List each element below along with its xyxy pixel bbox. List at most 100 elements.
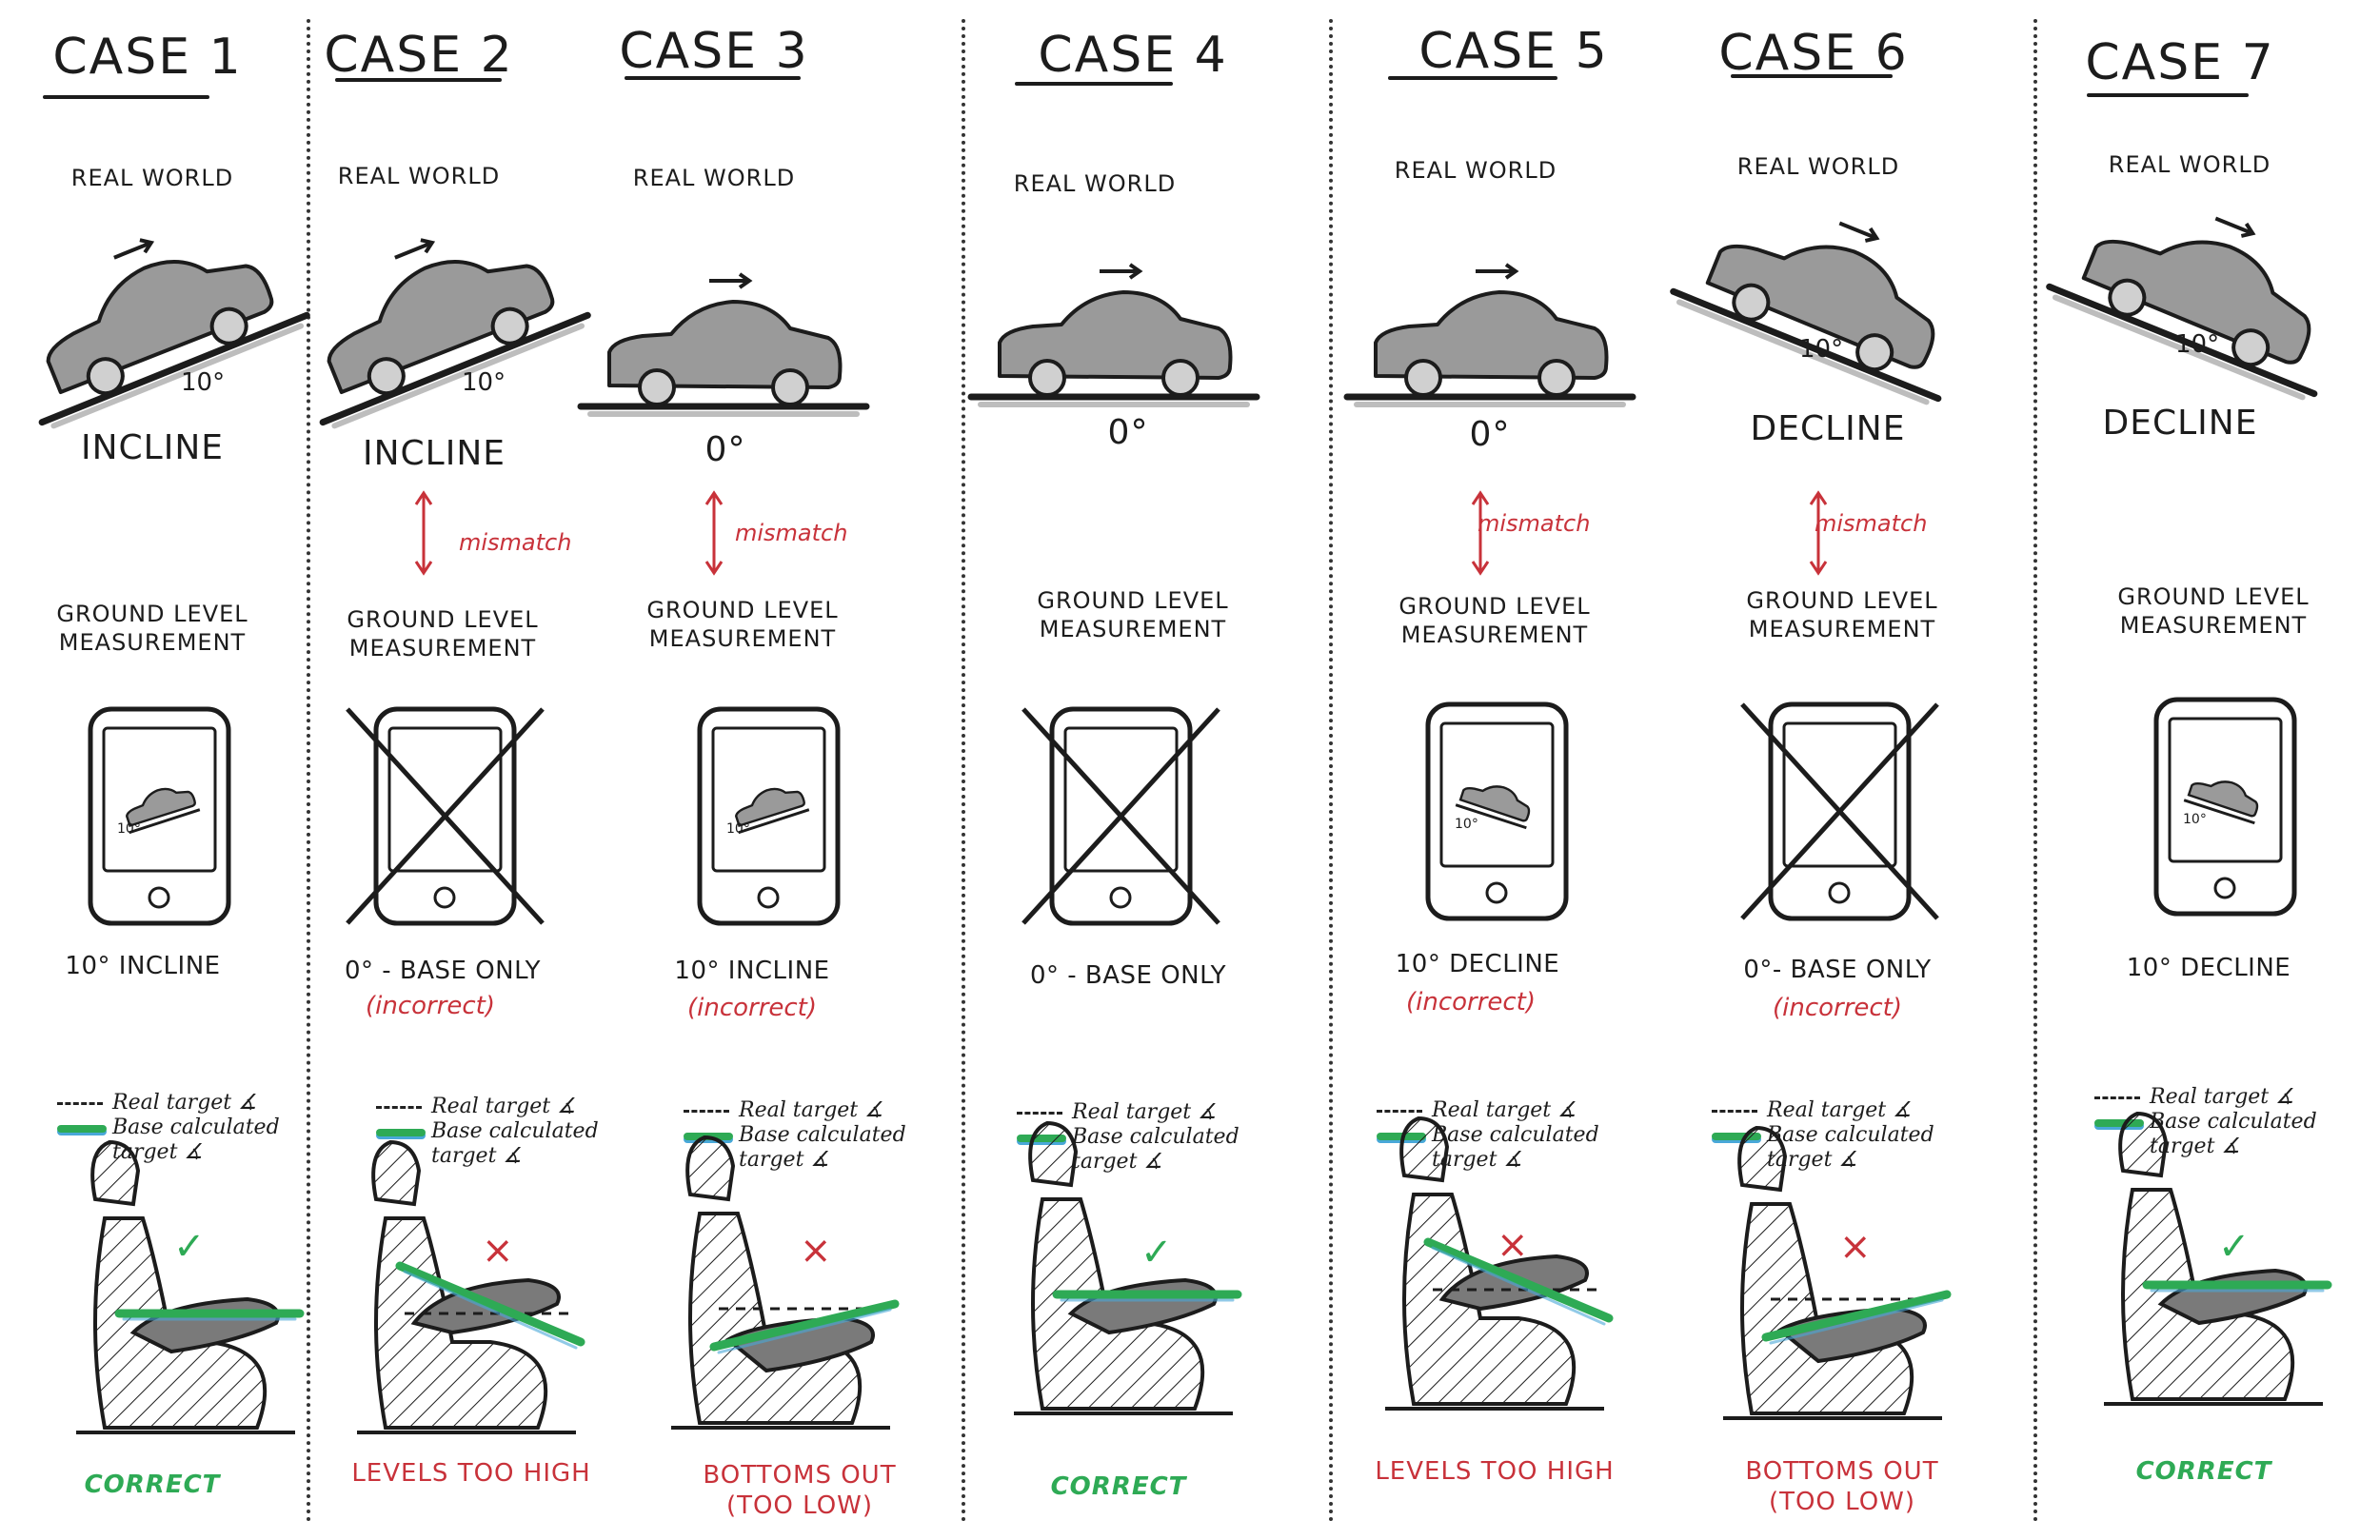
seat-headrest [371,1139,422,1207]
ground-level-label: GROUND LEVEL MEASUREMENT [1037,587,1229,642]
title-underline [335,78,502,82]
case-title: CASE 3 [619,23,809,80]
phone-car-icon [126,787,201,835]
incorrect-note: (incorrect) [686,994,818,1022]
phone-home-button [757,886,780,909]
seat-back [1031,1197,1205,1411]
car-wheel [2231,328,2271,367]
legend-real-target: Real target ∡ [57,1091,305,1116]
result-label: LEVELS TOO HIGH [351,1459,591,1488]
car-body [998,290,1233,380]
dashed-line-swatch [1712,1110,1757,1113]
phone-ground-line [1455,803,1527,830]
car-scene [38,238,310,429]
result-label: CORRECT [1050,1472,1187,1501]
case-title: CASE 7 [2085,34,2275,91]
car-wheel [209,306,248,346]
ground-shadow [50,323,305,429]
cross-mark: × [1497,1223,1529,1267]
seat-headrest [1399,1116,1450,1183]
ground-line [38,311,310,426]
car-wheel [2108,278,2147,317]
ground-shadow [1676,299,1930,405]
title-underline [1015,82,1173,86]
cross-out-line [1021,707,1220,925]
world-slope-label: INCLINE [362,434,506,473]
measurement-label: 10° INCLINE [65,952,221,980]
ramp-angle-label: 10° [462,368,506,397]
real-world-label: REAL WORLD [1394,157,1557,184]
phone-screen [387,726,503,873]
ground-line [319,311,591,426]
phone-icon [346,706,545,926]
dashed-line-swatch [1017,1112,1062,1115]
column-divider [962,19,965,1523]
seat-headrest [90,1139,141,1207]
phone-icon: 10° [697,706,841,926]
direction-arrow [2214,216,2252,235]
phone-home-button [1828,881,1851,904]
car-wheel [1161,359,1200,397]
seat-back [1740,1202,1914,1415]
base-target-highlight [717,1308,892,1354]
phone-ground-line [2183,799,2255,825]
title-underline [43,95,209,99]
mismatch-arrow-head [704,490,724,505]
base-target-highlight [403,1270,578,1350]
case-title: CASE 2 [324,27,514,84]
world-slope-label: DECLINE [2102,404,2258,443]
result-label: LEVELS TOO HIGH [1375,1457,1615,1486]
column-divider [1329,19,1333,1523]
car-wheel [1537,359,1576,397]
check-mark: ✓ [2218,1225,2251,1269]
phone-screen [1063,726,1179,873]
car-seat [2104,1111,2332,1406]
phone-car-icon [735,787,810,835]
world-slope-label: DECLINE [1750,409,1906,448]
mismatch-note: mismatch [1815,510,1928,537]
dashed-line-swatch [2094,1096,2140,1099]
title-underline [1388,76,1557,80]
measurement-label: 10° DECLINE [1395,950,1560,978]
base-target-line [709,1299,900,1352]
direction-arrow-head [1504,263,1519,280]
real-world-label: REAL WORLD [1736,153,1900,180]
mismatch-arrow-head [1809,561,1828,576]
world-slope-label: 0° [1469,415,1511,454]
phone-car-icon [2183,780,2259,825]
car-scene [2046,216,2318,401]
ground-level-label: GROUND LEVEL MEASUREMENT [1746,587,1938,642]
base-target-highlight [1431,1246,1606,1326]
car-body [607,300,843,389]
mismatch-note: mismatch [735,520,848,546]
cross-mark: × [482,1229,514,1273]
title-underline [625,76,801,80]
green-line-swatch [57,1125,107,1133]
result-label: BOTTOMS OUT (TOO LOW) [703,1461,897,1520]
cross-out-line [346,707,545,925]
car-scene [577,272,870,417]
ground-level-label: GROUND LEVEL MEASUREMENT [347,606,539,661]
mismatch-note: mismatch [459,529,572,556]
direction-arrow-head [1864,227,1880,243]
dashed-line-swatch [684,1110,729,1113]
car-scene [967,263,1260,407]
seat-back [688,1212,863,1425]
measurement-label: 0° - BASE ONLY [344,957,542,985]
car-seat [1385,1116,1614,1411]
mismatch-arrow-head [704,561,724,576]
direction-arrow [394,241,431,260]
column-divider [2033,19,2037,1523]
seat-headrest [685,1135,736,1202]
incorrect-note: (incorrect) [1772,994,1903,1022]
mismatch-arrow-head [414,561,433,576]
car-wheel [1404,359,1442,397]
check-mark: ✓ [1140,1231,1173,1274]
case-title: CASE 1 [52,29,243,86]
phone-ground-line [738,808,810,835]
ground-level-label: GROUND LEVEL MEASUREMENT [56,601,248,656]
